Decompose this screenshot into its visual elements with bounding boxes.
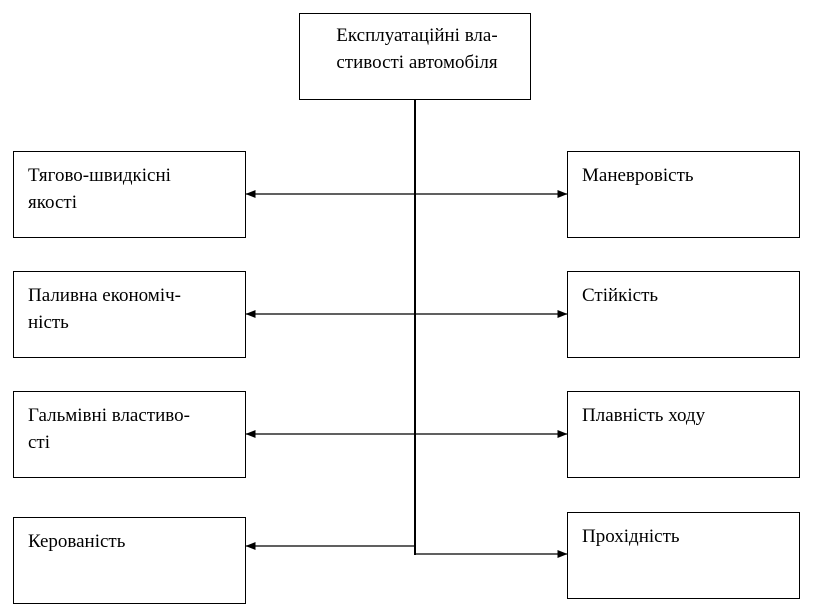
right-node-3: Плавність ходу	[567, 391, 800, 478]
right-node-1-line-1: Маневровість	[582, 165, 694, 186]
left-node-2-line-2: ність	[28, 312, 69, 333]
left-node-3-line-1: Гальмівні властиво-	[28, 405, 190, 426]
left-node-3: Гальмівні властиво- сті	[13, 391, 246, 478]
right-node-2: Стійкість	[567, 271, 800, 358]
right-node-4-line-1: Прохідність	[582, 526, 680, 547]
left-node-1: Тягово-швидкісні якості	[13, 151, 246, 238]
left-node-4-line-1: Керованість	[28, 531, 126, 552]
root-node-line-2: стивості автомобіля	[336, 52, 498, 73]
right-node-3-line-1: Плавність ходу	[582, 405, 706, 426]
left-node-1-line-2: якості	[28, 192, 77, 213]
left-node-2-line-1: Паливна економіч-	[28, 285, 181, 306]
root-node-line-1: Експлуатаційні вла-	[336, 25, 498, 46]
right-node-2-line-1: Стійкість	[582, 285, 659, 306]
left-node-4: Керованість	[13, 517, 246, 604]
left-node-2: Паливна економіч- ність	[13, 271, 246, 358]
root-node: Експлуатаційні вла- стивості автомобіля	[299, 13, 531, 100]
right-node-4: Прохідність	[567, 512, 800, 599]
right-node-1: Маневровість	[567, 151, 800, 238]
left-node-3-line-2: сті	[28, 432, 51, 453]
left-node-1-line-1: Тягово-швидкісні	[28, 165, 171, 186]
